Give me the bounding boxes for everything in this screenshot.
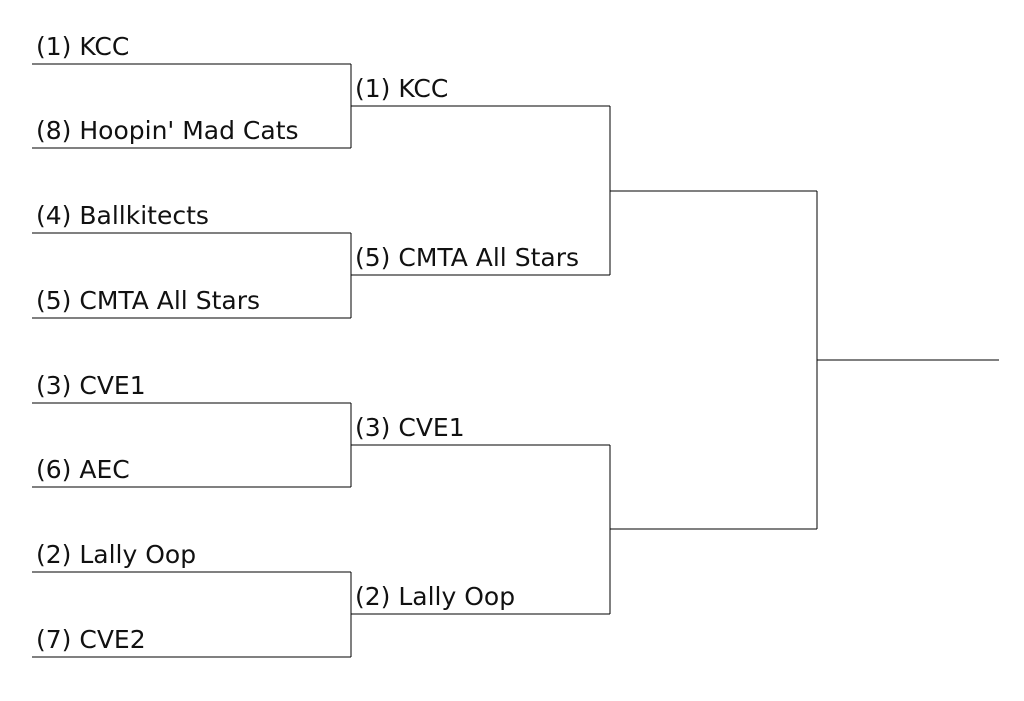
round2-slot-3-team: (3) CVE1 <box>355 413 465 442</box>
round1-slot-8-team: (7) CVE2 <box>36 625 146 654</box>
round1-slot-5-team: (3) CVE1 <box>36 371 146 400</box>
round2-slot-1-team: (1) KCC <box>355 74 448 103</box>
round1-slot-3-team: (4) Ballkitects <box>36 201 209 230</box>
round2-slot-2-team: (5) CMTA All Stars <box>355 243 579 272</box>
round1-match-3: (3) CVE1 (6) AEC <box>32 371 352 488</box>
round1-slot-4-team: (5) CMTA All Stars <box>36 286 260 315</box>
round1-match-2: (4) Ballkitects (5) CMTA All Stars <box>32 201 352 319</box>
round2-slot-4-team: (2) Lally Oop <box>355 582 515 611</box>
round2-match-2: (3) CVE1 (2) Lally Oop <box>351 413 611 615</box>
round1-slot-2-team: (8) Hoopin' Mad Cats <box>36 116 299 145</box>
final-match <box>610 190 818 530</box>
round1-slot-7-team: (2) Lally Oop <box>36 540 196 569</box>
round1-match-4: (2) Lally Oop (7) CVE2 <box>32 540 352 658</box>
round1-slot-6-team: (6) AEC <box>36 455 130 484</box>
round1-slot-1-team: (1) KCC <box>36 32 129 61</box>
round1-match-1: (1) KCC (8) Hoopin' Mad Cats <box>32 32 352 149</box>
round2-match-1: (1) KCC (5) CMTA All Stars <box>351 74 611 276</box>
